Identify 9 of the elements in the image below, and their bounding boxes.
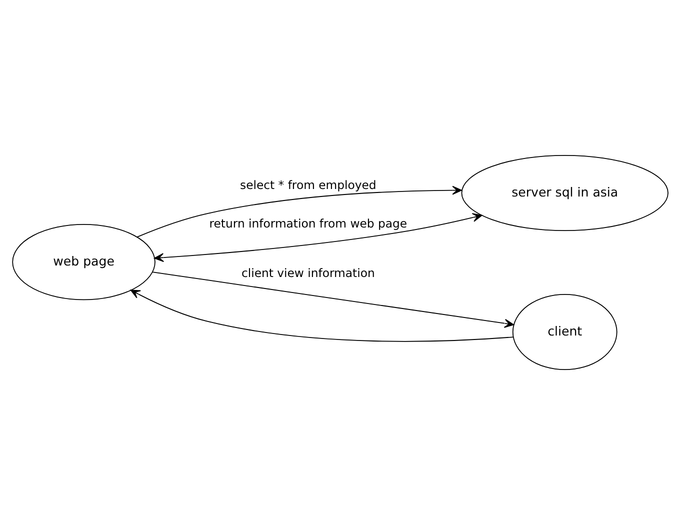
node-ellipse: client	[512, 294, 618, 370]
node-ellipse: server sql in asia	[461, 154, 668, 232]
arrow	[154, 213, 482, 262]
arrow	[136, 186, 462, 238]
edge-label: client view information	[241, 266, 375, 280]
edge-label: return information from web page	[209, 216, 408, 230]
arrow	[130, 290, 514, 342]
edge-label: select * from employed	[240, 178, 376, 192]
arrow	[152, 272, 514, 328]
